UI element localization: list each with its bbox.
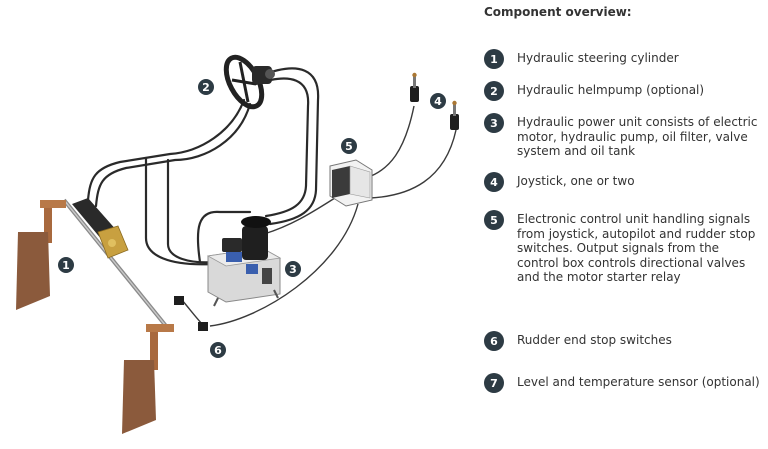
svg-text:1: 1 [62, 259, 70, 272]
callout-1: 1 [58, 257, 74, 273]
number-badge: 4 [484, 172, 504, 192]
component-item-4: 4 Joystick, one or two [484, 172, 764, 192]
svg-text:2: 2 [202, 81, 210, 94]
helm-pump [252, 66, 275, 84]
callout-6: 6 [210, 342, 226, 358]
svg-text:4: 4 [434, 95, 442, 108]
overview-title: Component overview: [484, 5, 632, 19]
hydraulic-steering-diagram: 1 2 3 4 5 6 [16, 54, 459, 434]
component-item-5: 5 Electronic control unit handling signa… [484, 210, 764, 285]
component-item-7: 7 Level and temperature sensor (optional… [484, 373, 764, 393]
callout-3: 3 [285, 261, 301, 277]
component-label: Rudder end stop switches [517, 333, 672, 347]
number-badge: 6 [484, 331, 504, 351]
component-label: Hydraulic power unit consists of electri… [517, 115, 758, 159]
component-item-1: 1 Hydraulic steering cylinder [484, 49, 764, 69]
component-label: Level and temperature sensor (optional) [517, 375, 760, 389]
component-label: Hydraulic helmpump (optional) [517, 83, 705, 97]
number-badge: 2 [484, 81, 504, 101]
hydraulic-hoses [86, 67, 320, 266]
control-unit [329, 159, 373, 207]
joystick-2 [450, 100, 459, 130]
hydraulic-power-unit [206, 216, 282, 307]
component-item-3: 3 Hydraulic power unit consists of elect… [484, 113, 764, 159]
electrical-cables [181, 105, 457, 327]
joystick-1 [410, 72, 419, 102]
tie-bar [62, 198, 168, 328]
component-label: Hydraulic steering cylinder [517, 51, 679, 65]
rudder-2 [122, 324, 174, 434]
component-label: Electronic control unit handling signals… [517, 212, 756, 285]
number-badge: 1 [484, 49, 504, 69]
steering-cylinder [72, 198, 129, 259]
number-badge: 7 [484, 373, 504, 393]
component-item-2: 2 Hydraulic helmpump (optional) [484, 81, 764, 101]
component-item-6: 6 Rudder end stop switches [484, 331, 764, 351]
rudder-1 [16, 200, 66, 310]
svg-text:5: 5 [345, 140, 353, 153]
callout-4: 4 [430, 93, 446, 109]
number-badge: 3 [484, 113, 504, 133]
callout-5: 5 [341, 138, 357, 154]
svg-text:3: 3 [289, 263, 297, 276]
component-overview: Component overview: 1 Hydraulic steering… [484, 0, 764, 449]
rudder-stop-switches [174, 296, 208, 331]
component-label: Joystick, one or two [517, 174, 635, 188]
number-badge: 5 [484, 210, 504, 230]
callout-2: 2 [198, 79, 214, 95]
svg-text:6: 6 [214, 344, 222, 357]
